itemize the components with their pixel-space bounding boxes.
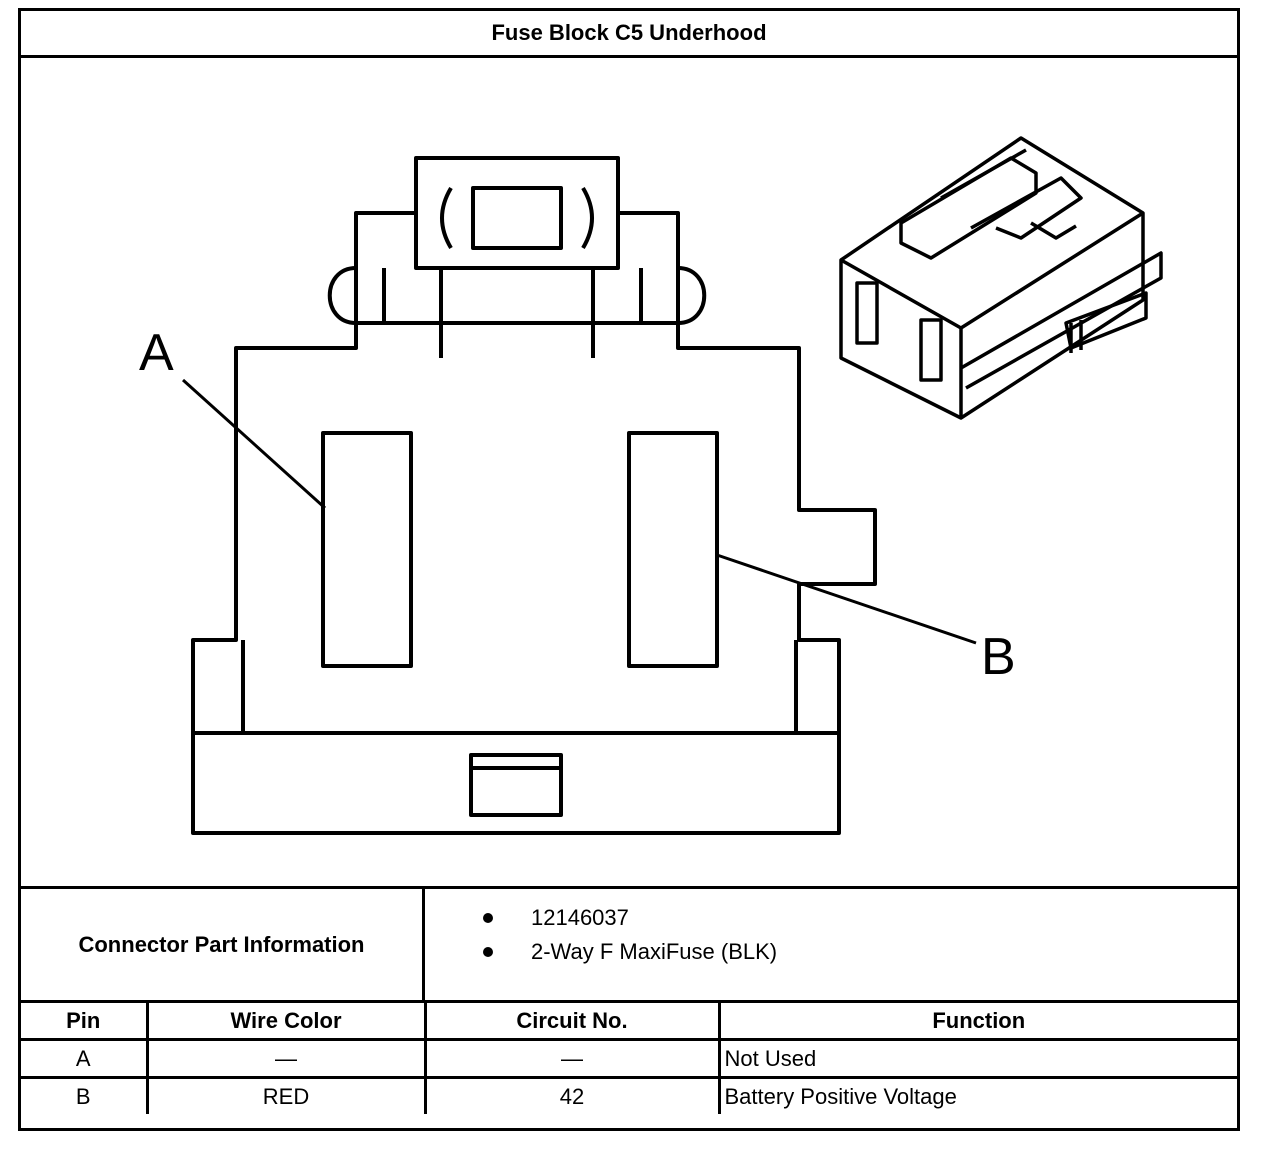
header-circuit-no: Circuit No.	[423, 1003, 721, 1041]
pin-label-b: B	[981, 628, 1016, 686]
cell-function: Not Used	[717, 1038, 1237, 1079]
cell-pin: B	[21, 1076, 149, 1114]
part-number: 12146037	[531, 905, 629, 930]
connector-info-list: 12146037 2-Way F MaxiFuse (BLK)	[425, 889, 1237, 1000]
list-item: 12146037	[483, 901, 1237, 935]
page-title: Fuse Block C5 Underhood	[21, 11, 1237, 58]
header-pin: Pin	[21, 1003, 149, 1041]
table-row: A — — Not Used	[21, 1038, 1237, 1079]
pin-table: Pin Wire Color Circuit No. Function A — …	[21, 1003, 1237, 1114]
terminal-cavity-a	[321, 431, 413, 668]
terminal-cavity-b	[627, 431, 719, 668]
connector-info-row: Connector Part Information 12146037 2-Wa…	[21, 886, 1237, 1003]
cell-circuit-no: —	[423, 1038, 721, 1079]
connector-isometric-icon	[839, 136, 1163, 420]
connector-body-outline	[191, 321, 877, 835]
table-header-row: Pin Wire Color Circuit No. Function	[21, 1003, 1237, 1041]
leader-line-b	[716, 553, 977, 645]
header-wire-color: Wire Color	[145, 1003, 427, 1041]
bullet-icon	[483, 947, 493, 957]
connector-face-svg: A B	[139, 136, 1163, 835]
cell-circuit-no: 42	[423, 1076, 721, 1114]
pin-label-a: A	[139, 324, 174, 382]
connector-frame: Fuse Block C5 Underhood	[18, 8, 1240, 1131]
cell-wire-color: —	[145, 1038, 427, 1079]
cell-pin: A	[21, 1038, 149, 1079]
leader-line-a	[181, 378, 327, 510]
cell-function: Battery Positive Voltage	[717, 1076, 1237, 1114]
table-row: B RED 42 Battery Positive Voltage	[21, 1076, 1237, 1114]
connector-latch	[354, 156, 680, 323]
bullet-icon	[483, 913, 493, 923]
cell-wire-color: RED	[145, 1076, 427, 1114]
header-function: Function	[717, 1003, 1237, 1041]
part-description: 2-Way F MaxiFuse (BLK)	[531, 939, 778, 964]
connector-key-tab	[469, 753, 563, 817]
connector-diagram: A B	[21, 58, 1237, 886]
connector-info-label: Connector Part Information	[21, 889, 425, 1000]
list-item: 2-Way F MaxiFuse (BLK)	[483, 935, 1237, 969]
